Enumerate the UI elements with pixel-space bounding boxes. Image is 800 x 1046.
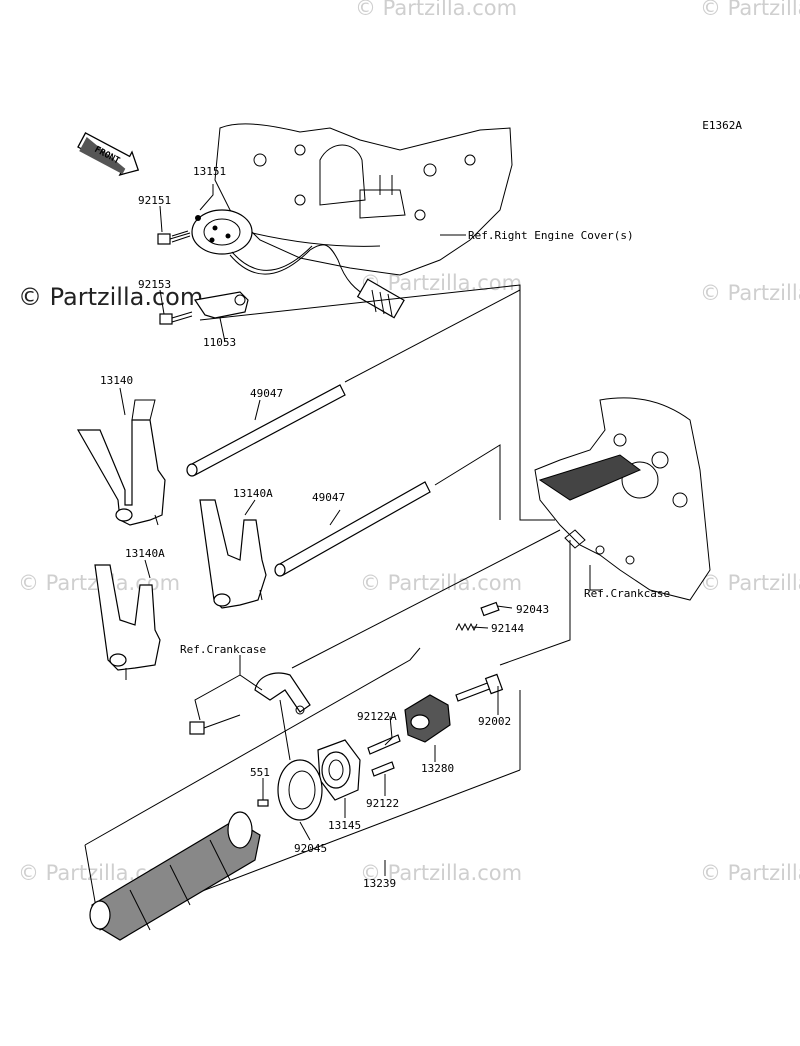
part-92144-spring	[455, 622, 478, 632]
crankcase-bracket	[189, 672, 311, 735]
callout-13140A-upper[interactable]: 13140A	[233, 487, 273, 500]
callout-13239[interactable]: 13239	[363, 877, 396, 890]
crankcase-outline	[534, 397, 711, 601]
callout-49047-lower[interactable]: 49047	[312, 491, 345, 504]
callout-92043[interactable]: 92043	[516, 603, 549, 616]
part-551-pin	[257, 799, 269, 807]
callout-92045[interactable]: 92045	[294, 842, 327, 855]
callout-551[interactable]: 551	[250, 766, 270, 779]
watermark: © Partzilla.com	[700, 571, 800, 595]
callout-92002[interactable]: 92002	[478, 715, 511, 728]
callout-13280[interactable]: 13280	[421, 762, 454, 775]
front-arrow-icon: FRONT	[77, 132, 140, 176]
part-13140A-shift-fork-upper	[199, 499, 267, 609]
watermark: © Partzilla.com	[700, 861, 800, 885]
callout-13140A-lower[interactable]: 13140A	[125, 547, 165, 560]
part-13280-cam-plate	[404, 694, 451, 743]
callout-92144[interactable]: 92144	[491, 622, 524, 635]
leader-lines	[119, 184, 600, 876]
callout-ref-right-engine-cover[interactable]: Ref.Right Engine Cover(s)	[468, 229, 634, 242]
callout-92151[interactable]: 92151	[138, 194, 171, 207]
part-13239-shift-drum	[89, 811, 261, 941]
right-engine-cover	[214, 123, 513, 276]
callout-ref-crankcase-left[interactable]: Ref.Crankcase	[180, 643, 266, 656]
watermark: © Partzilla.com	[700, 281, 800, 305]
part-13145-holder	[317, 739, 361, 801]
part-92045-bearing	[277, 759, 323, 821]
watermark: © Partzilla.com	[700, 0, 800, 20]
callout-11053[interactable]: 11053	[203, 336, 236, 349]
callout-13151[interactable]: 13151	[193, 165, 226, 178]
part-92122-pin	[371, 761, 395, 777]
part-49047-shaft-lower	[274, 481, 431, 577]
part-49047-shaft-upper	[186, 384, 346, 477]
assembly-guide-lines	[84, 284, 571, 931]
callout-92122[interactable]: 92122	[366, 797, 399, 810]
watermark: © Partzilla.com	[355, 0, 517, 20]
callout-ref-crankcase-right[interactable]: Ref.Crankcase	[584, 587, 670, 600]
part-92153-bolt	[159, 311, 193, 325]
part-92002-bolt	[455, 673, 504, 702]
watermark: © Partzilla.com	[360, 861, 522, 885]
diagram-code: E1362A	[702, 119, 742, 132]
callout-13145[interactable]: 13145	[328, 819, 361, 832]
part-92122A-pin	[367, 734, 401, 755]
callout-13140[interactable]: 13140	[100, 374, 133, 387]
part-13140A-shift-fork-lower	[94, 564, 161, 680]
callout-49047-upper[interactable]: 49047	[250, 387, 283, 400]
callout-92153[interactable]: 92153	[138, 278, 171, 291]
part-13151-sensor	[191, 209, 405, 319]
part-92151-bolt	[157, 230, 191, 245]
part-92043-pin	[480, 601, 500, 617]
callout-labels: 13151 92151 92153 11053 Ref.Right Engine…	[100, 165, 670, 890]
part-13140-shift-fork	[76, 399, 166, 526]
callout-92122A[interactable]: 92122A	[357, 710, 397, 723]
part-11053-bracket	[193, 291, 249, 319]
watermark: © Partzilla.com	[18, 283, 203, 311]
